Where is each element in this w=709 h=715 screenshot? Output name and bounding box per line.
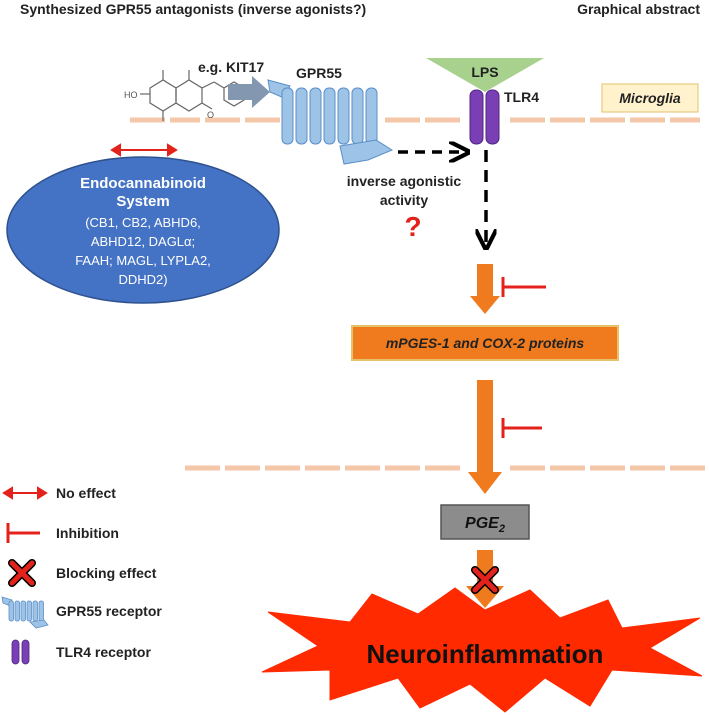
kit17-structure (140, 70, 245, 121)
ecs-line-1: (CB1, CB2, ABHD6, (85, 215, 201, 230)
carbonyl-o-label: O (207, 110, 214, 120)
header-title: Synthesized GPR55 antagonists (inverse a… (20, 1, 366, 17)
legend-blocking-label: Blocking effect (56, 565, 157, 581)
neuroinflammation-burst (261, 587, 703, 713)
inverse-agonist-line1: inverse agonistic (347, 173, 462, 189)
orange-arrow-1 (470, 264, 500, 314)
ecs-title-line1: Endocannabinoid (80, 175, 206, 192)
inhibition-symbol-1 (501, 277, 546, 297)
ligand-to-gpr55-arrow (228, 76, 270, 108)
inverse-agonist-line2: activity (380, 192, 428, 208)
graphical-abstract-label: Graphical abstract (577, 1, 700, 17)
tlr4-receptor (469, 89, 500, 145)
legend-gpr55-icon (1, 596, 49, 629)
neuroinflammation-label: Neuroinflammation (367, 639, 604, 669)
gpr55-receptor (267, 79, 394, 165)
question-mark: ? (404, 211, 421, 242)
legend-inhibition-icon (6, 523, 40, 543)
legend-no-effect-icon (2, 486, 48, 500)
microglia-label: Microglia (619, 90, 681, 106)
inhibition-symbol-2 (501, 418, 542, 438)
microglia-box (601, 83, 699, 113)
lps-triangle (426, 58, 544, 92)
legend-inhibition-label: Inhibition (56, 525, 119, 541)
ecs-line-4: DDHD2) (118, 272, 167, 287)
kit17-label: e.g. KIT17 (198, 59, 264, 75)
tlr4-label: TLR4 (504, 89, 539, 105)
endocannabinoid-system-ellipse (6, 156, 280, 304)
legend: No effect Inhibition Blocking effect GPR… (1, 485, 162, 665)
mpges-cox2-label: mPGES-1 and COX-2 proteins (386, 335, 585, 351)
pge2-label: PGE2 (465, 515, 505, 535)
lps-label: LPS (471, 64, 498, 80)
legend-tlr4-icon (11, 639, 30, 665)
no-effect-arrow (110, 143, 178, 157)
ho-label: HO (124, 90, 138, 100)
legend-gpr55-label: GPR55 receptor (56, 603, 162, 619)
legend-tlr4-label: TLR4 receptor (56, 644, 151, 660)
gpr55-label: GPR55 (296, 65, 342, 81)
mpges-cox2-box (351, 325, 619, 361)
ecs-line-2: ABHD12, DAGLα; (91, 234, 195, 249)
ecs-line-3: FAAH; MAGL, LYPLA2, (75, 253, 211, 268)
blocking-x-icon (471, 566, 499, 594)
pge2-box (440, 504, 530, 540)
legend-blocking-icon (8, 559, 36, 587)
ecs-title-line2: System (116, 193, 169, 210)
orange-arrow-2 (468, 380, 502, 494)
legend-no-effect-label: No effect (56, 485, 116, 501)
